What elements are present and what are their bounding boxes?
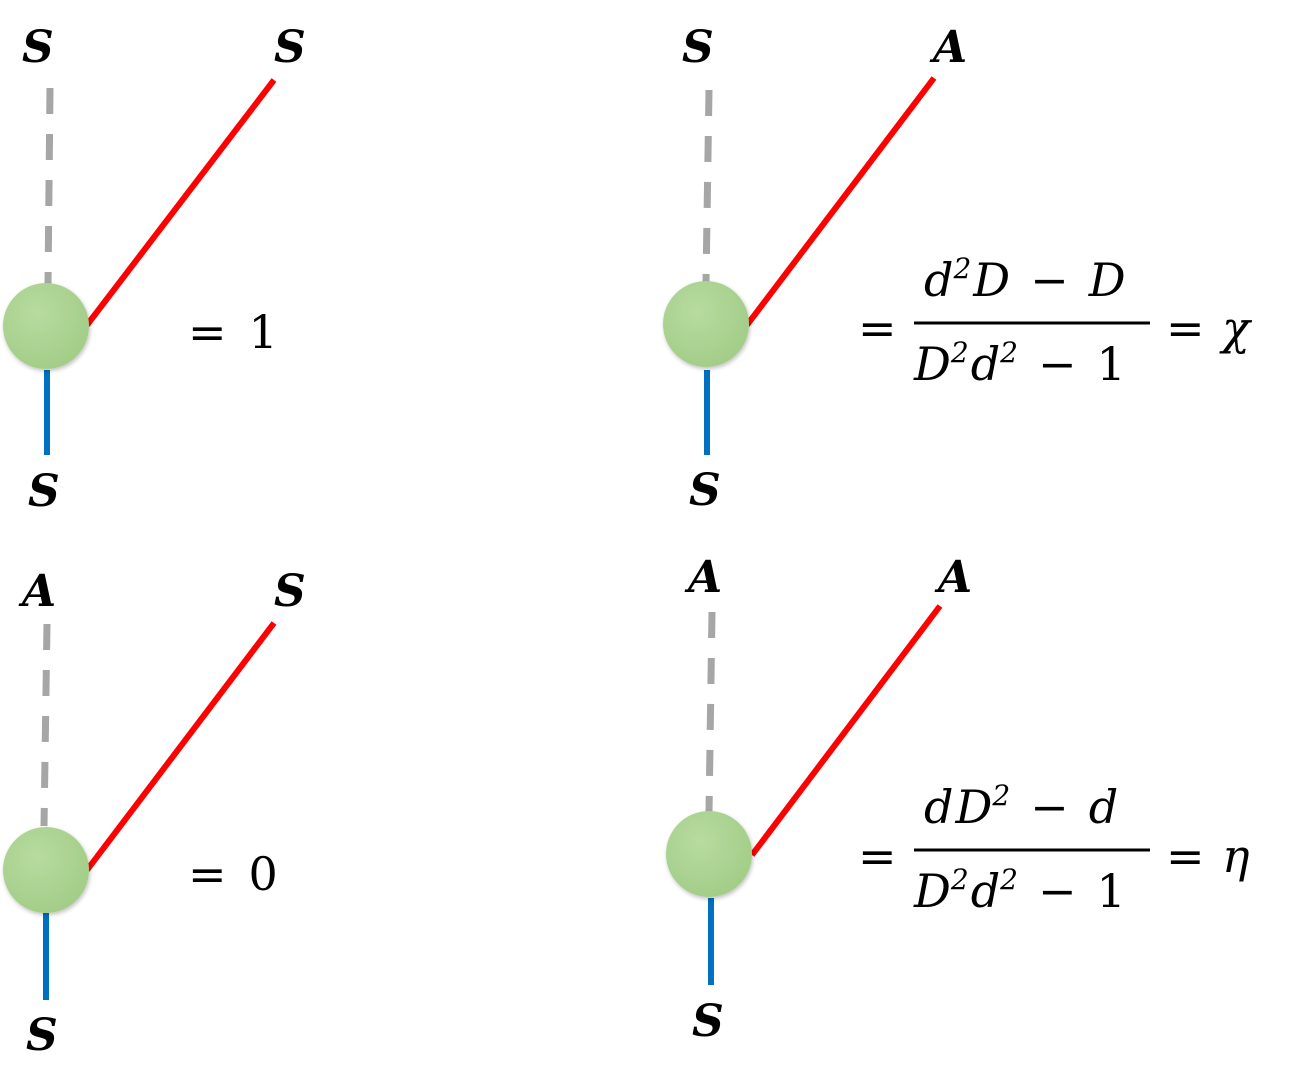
top-label: S	[682, 22, 714, 73]
red-leg	[749, 604, 943, 857]
top-label: A	[684, 552, 722, 603]
fraction-denominator: D2d2−1	[913, 863, 1126, 918]
red-leg	[84, 78, 277, 327]
bottom-label: S	[26, 1010, 58, 1061]
bottom-label: S	[28, 466, 60, 517]
fraction-numerator: d2D−D	[924, 252, 1126, 307]
equation-value: =0	[188, 847, 278, 901]
right-label: A	[929, 22, 967, 73]
top-label: S	[22, 22, 54, 73]
dashed-leg	[705, 611, 716, 813]
panel-top-left: S S S =1	[3, 22, 306, 517]
equation-value: =1	[188, 305, 278, 359]
equals-sign: =	[858, 301, 897, 355]
result-equals-sign: =	[1166, 301, 1205, 355]
result-symbol: χ	[1219, 301, 1253, 355]
right-label: S	[274, 566, 306, 617]
tensor-node	[3, 283, 89, 369]
result-symbol: η	[1222, 829, 1250, 883]
result-equals-sign: =	[1166, 829, 1205, 883]
panel-bottom-left: A S S =0	[3, 566, 306, 1061]
tensor-node	[3, 827, 89, 913]
tensor-node	[663, 281, 749, 367]
red-leg	[744, 76, 937, 327]
fraction-numerator: dD2−d	[924, 779, 1118, 834]
dashed-leg	[44, 87, 54, 286]
dashed-leg	[702, 89, 713, 283]
right-label: S	[274, 22, 306, 73]
tensor-node	[666, 811, 752, 897]
dashed-leg	[40, 623, 51, 827]
equals-sign: =	[188, 305, 227, 359]
red-leg	[84, 621, 277, 872]
panel-bottom-right: A A S = dD2−d D2d2−1 = η	[666, 552, 1250, 1047]
panel-top-right: S A S = d2D−D D2d2−1 = χ	[663, 22, 1253, 516]
equals-sign: =	[858, 829, 897, 883]
top-label: A	[18, 566, 56, 617]
fraction-denominator: D2d2−1	[913, 336, 1126, 391]
value: 0	[249, 847, 278, 901]
equals-sign: =	[188, 847, 227, 901]
value: 1	[249, 305, 278, 359]
right-label: A	[934, 552, 972, 603]
bottom-label: S	[689, 465, 721, 516]
bottom-label: S	[692, 996, 724, 1047]
